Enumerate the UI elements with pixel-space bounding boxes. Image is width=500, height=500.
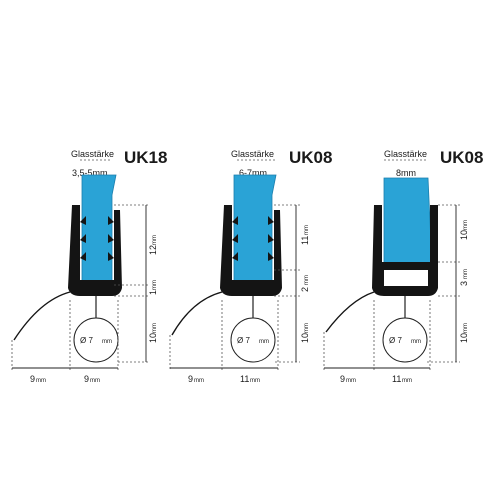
dim-left-2: 9 <box>188 374 193 384</box>
ball-diameter-3: Ø 7 <box>389 336 402 345</box>
svg-text:mm: mm <box>402 378 412 384</box>
glass-thickness-label-3: Glasstärke <box>384 149 427 159</box>
svg-text:mm: mm <box>463 269 469 279</box>
svg-text:mm: mm <box>463 220 469 230</box>
svg-text:mm: mm <box>304 225 310 235</box>
dim-mid-1: 1 <box>148 290 158 295</box>
profile-uk18: UK18 Glasstärke 3,5-5mm Ø 7 mm 12 mm 1 m… <box>11 148 167 384</box>
svg-text:mm: mm <box>250 378 260 384</box>
model-label-2: UK08 <box>289 148 332 167</box>
svg-text:mm: mm <box>194 378 204 384</box>
dim-bottom-3: 10 <box>459 333 469 343</box>
dim-bottom-2: 10 <box>300 333 310 343</box>
svg-text:mm: mm <box>346 378 356 384</box>
glass-thickness-label-2: Glasstärke <box>231 149 274 159</box>
svg-text:mm: mm <box>152 280 158 290</box>
seal-lip-3 <box>325 291 375 333</box>
dim-top-2: 11 <box>300 236 310 245</box>
svg-text:mm: mm <box>152 323 158 333</box>
ball-diameter-1: Ø 7 <box>80 336 93 345</box>
ball-diameter-2: Ø 7 <box>237 336 250 345</box>
seal-lip-1 <box>13 291 71 341</box>
model-label-3: UK08 <box>440 148 483 167</box>
profile-uk08-a: UK08 Glasstärke 6-7mm Ø 7 mm 11 mm 2 mm … <box>169 148 332 384</box>
dim-right-1: 9 <box>84 374 89 384</box>
dim-left-3: 9 <box>340 374 345 384</box>
svg-text:mm: mm <box>411 339 421 345</box>
dim-left-1: 9 <box>30 374 35 384</box>
ball-3 <box>382 317 428 363</box>
glass-thickness-value-1: 3,5-5mm <box>72 168 108 178</box>
seal-body-2 <box>220 205 282 296</box>
dim-right-2: 11 <box>240 374 249 384</box>
svg-text:mm: mm <box>90 378 100 384</box>
glass-thickness-label-1: Glasstärke <box>71 149 114 159</box>
glass-pane-1 <box>81 174 117 286</box>
dim-mid-2: 2 <box>300 287 310 292</box>
dim-right-3: 11 <box>392 374 401 384</box>
seal-fins-1 <box>80 216 114 261</box>
dim-bottom-1: 10 <box>148 333 158 343</box>
glass-pane-2 <box>233 174 277 283</box>
profile-uk08-b: UK08 Glasstärke 8mm Ø 7 mm 10 mm 3 mm 10… <box>323 148 483 384</box>
svg-text:mm: mm <box>304 323 310 333</box>
seal-fins-2 <box>232 216 274 261</box>
svg-text:mm: mm <box>304 275 310 285</box>
svg-text:mm: mm <box>463 323 469 333</box>
svg-text:mm: mm <box>152 235 158 245</box>
dim-top-3: 10 <box>459 230 469 240</box>
dim-top-1: 12 <box>148 245 158 255</box>
glass-pane-3 <box>383 177 433 266</box>
glass-thickness-value-3: 8mm <box>396 168 416 178</box>
dim-mid-3: 3 <box>459 281 469 286</box>
svg-text:mm: mm <box>36 378 46 384</box>
svg-text:mm: mm <box>259 339 269 345</box>
seal-lip-2 <box>171 291 223 336</box>
model-label-1: UK18 <box>124 148 167 167</box>
ball-2 <box>230 317 276 363</box>
svg-text:mm: mm <box>102 339 112 345</box>
glass-thickness-value-2: 6-7mm <box>239 168 267 178</box>
seal-body-1 <box>68 205 122 296</box>
